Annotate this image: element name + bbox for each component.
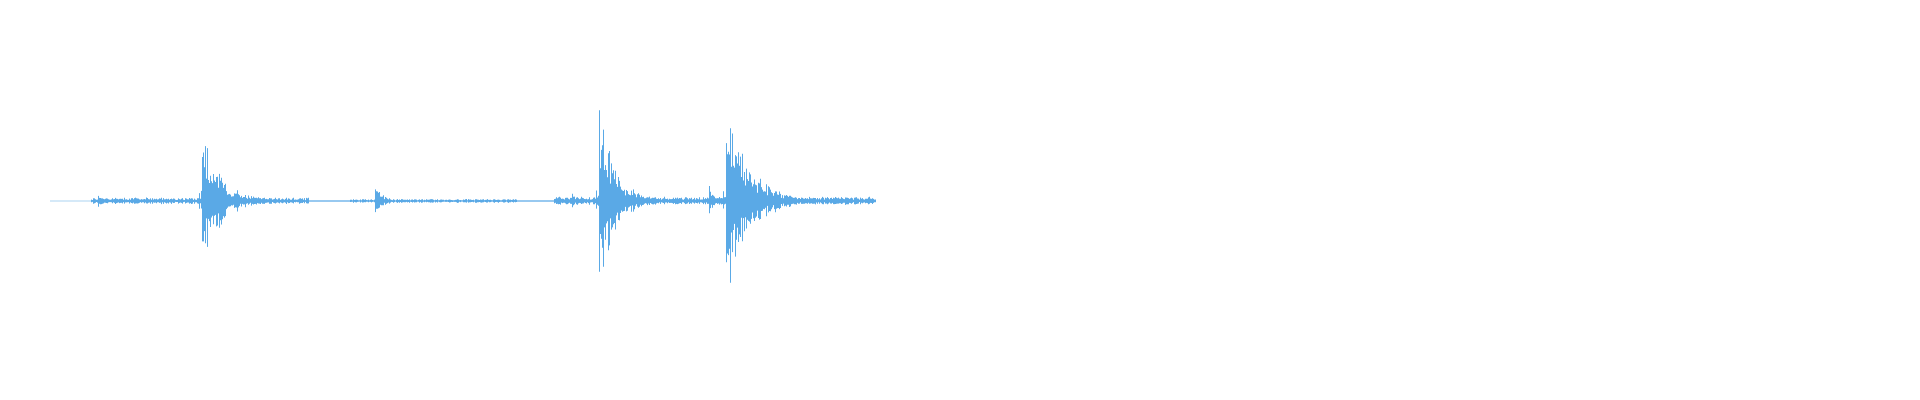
waveform-samples [91, 110, 876, 283]
